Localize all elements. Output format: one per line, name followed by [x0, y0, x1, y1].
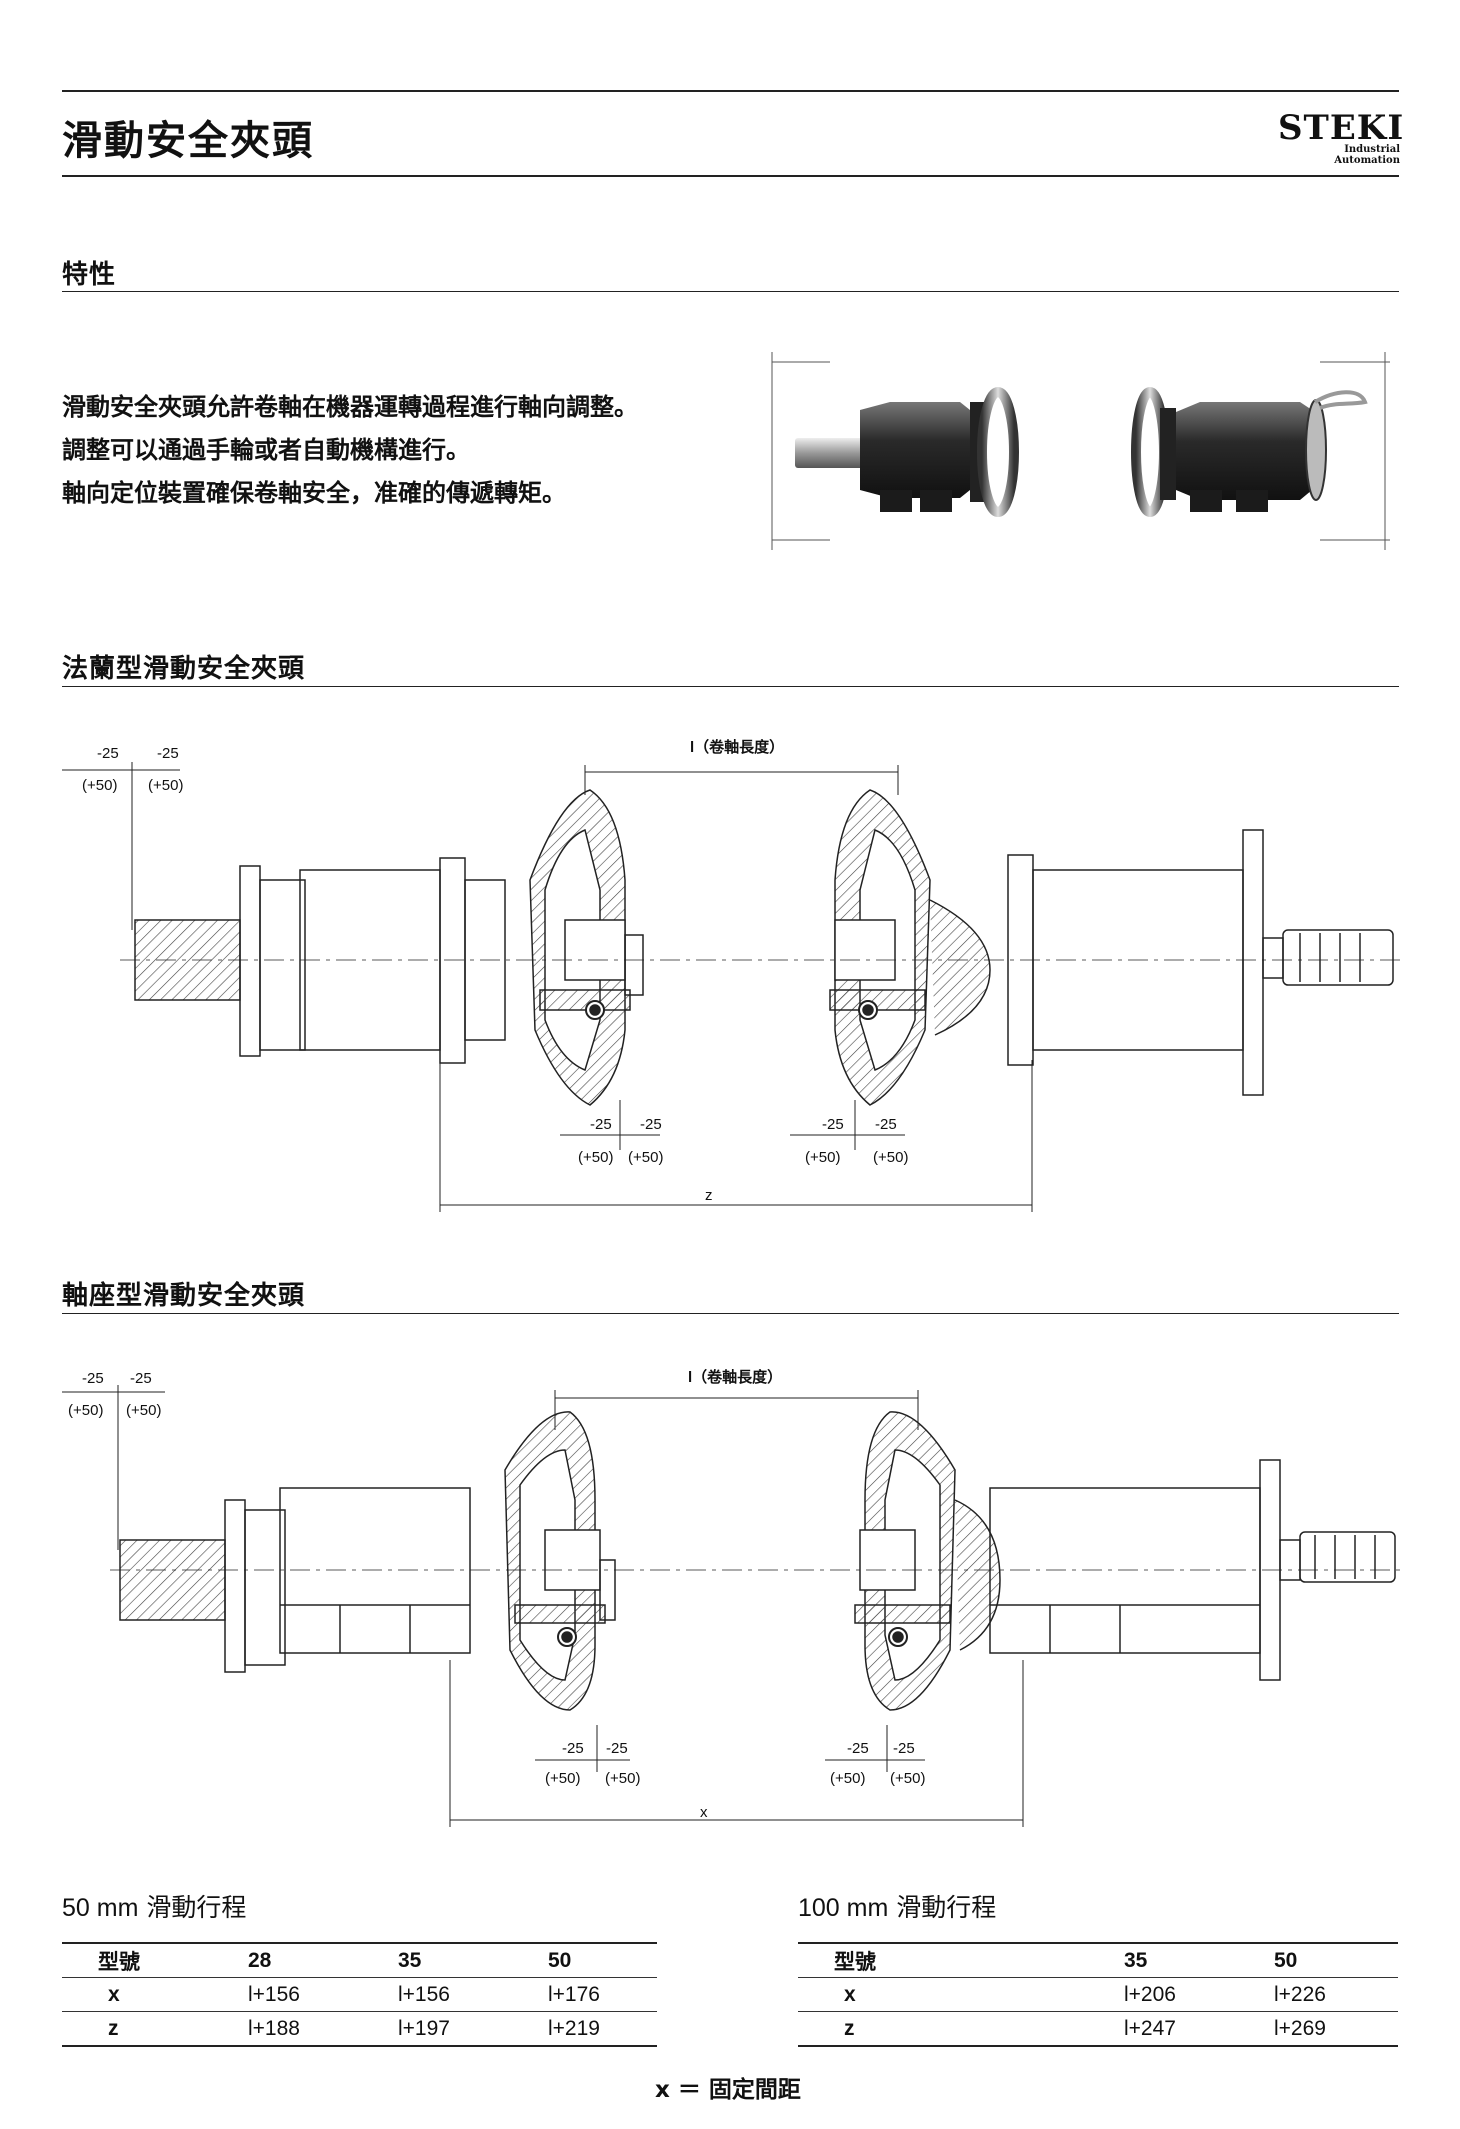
table-cell [984, 1942, 1124, 1978]
dim-label: -25 [893, 1740, 915, 1757]
dim-label: (+50) [628, 1149, 663, 1166]
table-cell [984, 1977, 1124, 2012]
product-photos [771, 352, 1390, 550]
table-row: x l+156 l+156 l+176 [62, 1977, 657, 2012]
table-cell: x [798, 1977, 984, 2012]
table-50-title: 50 mm 滑動行程 [62, 1888, 246, 1924]
table-100-text: 滑動行程 [896, 1893, 997, 1922]
table-row: z l+247 l+269 [798, 2011, 1398, 2047]
dim-label: -25 [606, 1740, 628, 1757]
table-cell: l+226 [1274, 1977, 1398, 2012]
dim-label: -25 [130, 1370, 152, 1387]
dim-label: -25 [97, 745, 119, 762]
table-cell: z [62, 2011, 248, 2047]
table-cell: l+156 [248, 1977, 398, 2012]
pillow-drawing: -25 -25 (+50) (+50) l（卷軸長度） -25 -25 (+50… [62, 1368, 1400, 1827]
table-cell: 28 [248, 1942, 398, 1978]
features-rule [62, 291, 1399, 292]
flange-rule [62, 686, 1399, 687]
dim-label: (+50) [873, 1149, 908, 1166]
spec-table-50: 型號 28 35 50 x l+156 l+156 l+176 z l+188 … [62, 1942, 657, 2047]
table-cell: 型號 [798, 1942, 984, 1978]
table-50-mm: 50 mm [62, 1894, 139, 1922]
length-label: l（卷軸長度） [690, 738, 784, 756]
table-100-mm: 100 mm [798, 1894, 889, 1922]
dim-label: (+50) [545, 1770, 580, 1787]
flange-drawing: -25 -25 (+50) (+50) l（卷軸長度） -25 -25 (+50… [62, 738, 1400, 1212]
table-cell: l+269 [1274, 2011, 1398, 2047]
dim-label: -25 [590, 1116, 612, 1133]
table-cell: l+247 [1124, 2011, 1274, 2047]
table-cell: z [798, 2011, 984, 2047]
table-cell: 型號 [62, 1942, 248, 1978]
table-cell: l+197 [398, 2011, 548, 2047]
dim-label: -25 [875, 1116, 897, 1133]
features-text: 滑動安全夾頭允許卷軸在機器運轉過程進行軸向調整。 調整可以通過手輪或者自動機構進… [62, 386, 638, 515]
photo-frame-left [771, 352, 830, 550]
dim-label: -25 [822, 1116, 844, 1133]
table-cell: 35 [1124, 1942, 1274, 1978]
dim-label: (+50) [890, 1770, 925, 1787]
table-cell: 35 [398, 1942, 548, 1978]
dim-label: (+50) [578, 1149, 613, 1166]
table-row: x l+206 l+226 [798, 1977, 1398, 2012]
x-label: x [700, 1804, 708, 1821]
dim-label: (+50) [148, 777, 183, 794]
table-cell: 50 [1274, 1942, 1398, 1978]
pillow-heading: 軸座型滑動安全夾頭 [62, 1281, 306, 1311]
table-100-title: 100 mm 滑動行程 [798, 1888, 996, 1924]
dim-label: -25 [562, 1740, 584, 1757]
table-cell: x [62, 1977, 248, 2012]
dim-label: -25 [157, 745, 179, 762]
table-cell: l+219 [548, 2011, 657, 2047]
table-50-text: 滑動行程 [146, 1893, 247, 1922]
features-heading: 特性 [62, 260, 117, 290]
header-top-rule [62, 90, 1399, 92]
dim-label: (+50) [805, 1149, 840, 1166]
table-cell: 50 [548, 1942, 657, 1978]
table-cell: l+206 [1124, 1977, 1274, 2012]
features-line: 軸向定位裝置確保卷軸安全，准確的傳遞轉矩。 [62, 479, 566, 507]
features-line: 調整可以通過手輪或者自動機構進行。 [62, 436, 470, 464]
length-label: l（卷軸長度） [688, 1368, 782, 1386]
dim-label: (+50) [82, 777, 117, 794]
chuck-photo-right [1131, 387, 1368, 517]
chuck-photo-left [795, 387, 1019, 517]
table-cell: l+188 [248, 2011, 398, 2047]
flange-heading: 法蘭型滑動安全夾頭 [62, 654, 306, 684]
dim-label: (+50) [605, 1770, 640, 1787]
spec-table-100: 型號 35 50 x l+206 l+226 z l+247 l+269 [798, 1942, 1398, 2047]
footnote: x ＝ 固定間距 [655, 2077, 801, 2103]
dim-label: (+50) [68, 1402, 103, 1419]
dim-label: -25 [640, 1116, 662, 1133]
header-bottom-rule [62, 175, 1399, 177]
logo-subtitle: Industrial Automation [1334, 144, 1400, 166]
dim-label: -25 [847, 1740, 869, 1757]
pillow-rule [62, 1313, 1399, 1314]
photo-frame-right [1320, 352, 1390, 550]
table-cell: l+176 [548, 1977, 657, 2012]
z-label: z [705, 1187, 713, 1204]
table-cell [984, 2011, 1124, 2047]
logo-text: STEKI [1278, 108, 1405, 148]
dim-label: (+50) [126, 1402, 161, 1419]
steki-logo: STEKI Industrial Automation [1278, 108, 1405, 166]
features-line: 滑動安全夾頭允許卷軸在機器運轉過程進行軸向調整。 [62, 393, 638, 421]
page-title: 滑動安全夾頭 [62, 118, 314, 164]
dim-label: (+50) [830, 1770, 865, 1787]
table-header-row: 型號 28 35 50 [62, 1942, 657, 1978]
dim-label: -25 [82, 1370, 104, 1387]
table-header-row: 型號 35 50 [798, 1942, 1398, 1978]
table-row: z l+188 l+197 l+219 [62, 2011, 657, 2047]
table-cell: l+156 [398, 1977, 548, 2012]
